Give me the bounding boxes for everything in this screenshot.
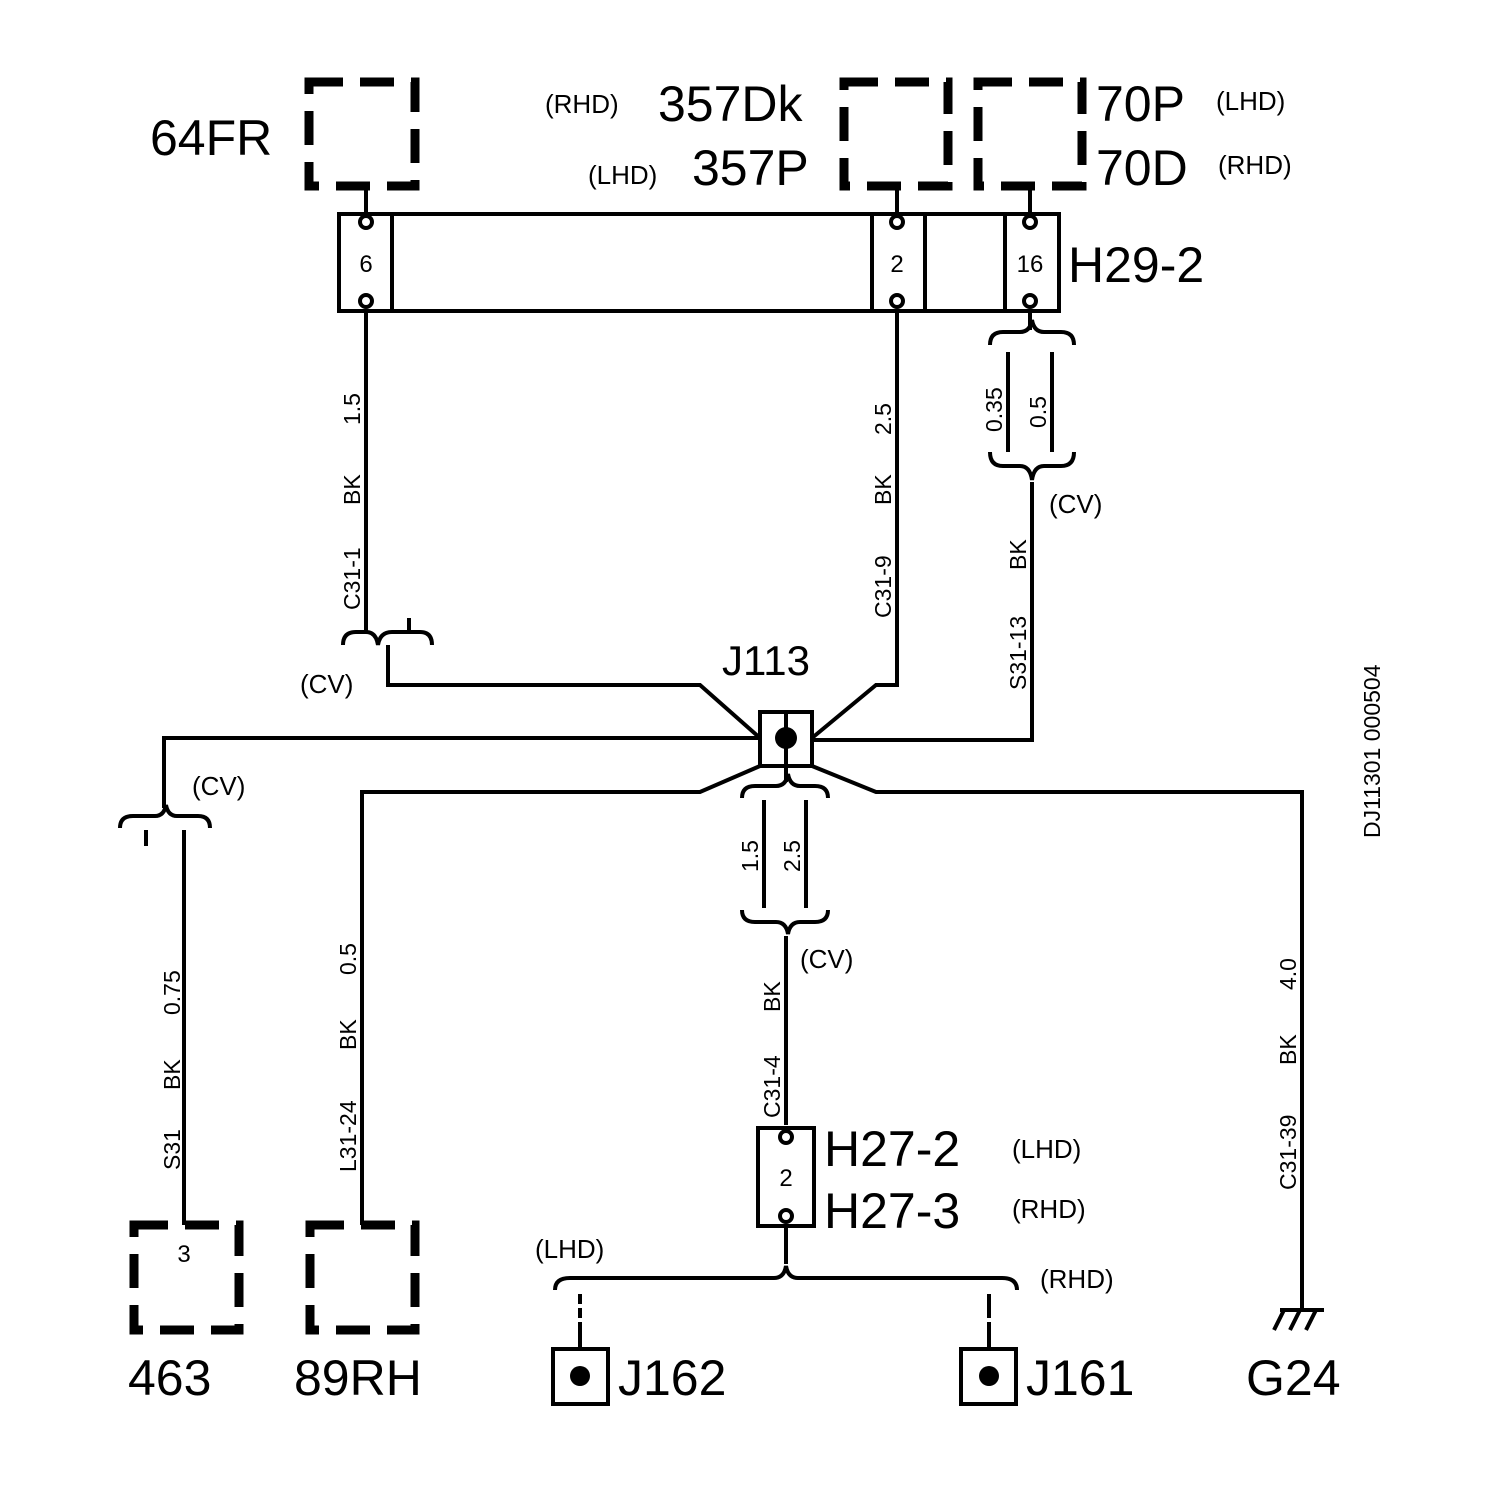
- s31-id: S31: [159, 1129, 185, 1170]
- c31-9-size: 2.5: [870, 403, 896, 435]
- h29-2-pin-2: 2: [890, 251, 903, 278]
- h27-rhd-tag: (RHD): [1012, 1194, 1086, 1224]
- s31-cv: (CV): [192, 771, 245, 801]
- c31-1-id: C31-1: [339, 547, 365, 610]
- connector-h29-2: 6 2 16 H29-2: [337, 212, 1204, 313]
- drawing-id: DJ11301 000504: [1359, 664, 1385, 838]
- component-64fr-label: 64FR: [150, 110, 272, 166]
- component-463-label: 463: [128, 1350, 211, 1406]
- wire-c31-9: 2.5 BK C31-9: [810, 311, 899, 740]
- c31-1-cv: (CV): [300, 669, 353, 699]
- j161-label: J161: [1026, 1350, 1134, 1406]
- h27-rhd-label: H27-3: [824, 1183, 960, 1239]
- component-463-pin: 3: [177, 1241, 190, 1268]
- ground-g24-label: G24: [1246, 1350, 1341, 1406]
- component-70-lhd-label: 70P: [1096, 76, 1185, 132]
- c31-4-id: C31-4: [759, 1055, 785, 1118]
- component-70-rhd-label: 70D: [1096, 140, 1188, 196]
- s31-13-id: S31-13: [1005, 616, 1031, 690]
- component-357-lhd-tag: (LHD): [588, 160, 657, 190]
- wire-s31-13: 0.35 0.5 (CV) BK S31-13: [812, 311, 1102, 742]
- component-64fr: 64FR: [150, 77, 420, 191]
- j161-tag: (RHD): [1040, 1264, 1114, 1294]
- c31-39-id: C31-39: [1275, 1115, 1301, 1190]
- c31-4-size-a: 1.5: [737, 840, 763, 872]
- component-70-lhd-tag: (LHD): [1216, 86, 1285, 116]
- s31-13-color: BK: [1005, 539, 1031, 570]
- wire-c31-1: 1.5 BK C31-1 (CV): [300, 311, 762, 740]
- c31-39-color: BK: [1275, 1034, 1301, 1065]
- h29-2-pin-6: 6: [359, 251, 372, 278]
- component-357-rhd-label: 357Dk: [658, 76, 804, 132]
- component-89rh-label: 89RH: [294, 1350, 422, 1406]
- s31-13-size-b: 0.5: [1025, 396, 1051, 428]
- h29-2-label: H29-2: [1068, 237, 1204, 293]
- wire-l31-24: 0.5 BK L31-24: [335, 764, 761, 1225]
- component-70-rhd-tag: (RHD): [1218, 150, 1292, 180]
- s31-13-size-a: 0.35: [981, 387, 1007, 432]
- j162-tag: (LHD): [535, 1234, 604, 1264]
- s31-13-cv: (CV): [1049, 489, 1102, 519]
- component-70: 70P (LHD) 70D (RHD): [973, 76, 1292, 196]
- c31-4-cv: (CV): [800, 944, 853, 974]
- h27-pin-2: 2: [779, 1165, 792, 1192]
- c31-39-size: 4.0: [1275, 958, 1301, 990]
- component-463: 3 463: [128, 1220, 244, 1406]
- c31-9-id: C31-9: [870, 555, 896, 618]
- c31-1-color: BK: [339, 474, 365, 505]
- l31-24-id: L31-24: [335, 1100, 361, 1172]
- junction-j113: J113: [722, 637, 814, 768]
- j113-label: J113: [722, 637, 810, 684]
- component-357-rhd-tag: (RHD): [545, 89, 619, 119]
- wire-s31: (CV) 0.75 BK S31: [118, 736, 760, 1225]
- junction-j161: (RHD) J161: [959, 1264, 1134, 1406]
- wire-c31-39: 4.0 BK C31-39: [811, 764, 1304, 1310]
- j162-label: J162: [618, 1350, 726, 1406]
- wire-c31-4: 1.5 2.5 (CV) BK C31-4: [737, 766, 853, 1125]
- junction-j162: (LHD) J162: [535, 1234, 726, 1406]
- c31-4-size-b: 2.5: [779, 840, 805, 872]
- s31-size: 0.75: [159, 970, 185, 1015]
- component-89rh: 89RH: [294, 1220, 422, 1406]
- c31-4-color: BK: [759, 981, 785, 1012]
- ground-icon: [1272, 1308, 1324, 1331]
- l31-24-color: BK: [335, 1019, 361, 1050]
- c31-9-color: BK: [870, 474, 896, 505]
- h27-lhd-label: H27-2: [824, 1121, 960, 1177]
- h27-lhd-tag: (LHD): [1012, 1134, 1081, 1164]
- ground-g24: G24: [1246, 1308, 1341, 1406]
- l31-24-size: 0.5: [335, 943, 361, 975]
- connector-h27: 2 H27-2 (LHD) H27-3 (RHD): [756, 1121, 1086, 1239]
- h29-2-pin-16: 16: [1017, 251, 1044, 278]
- s31-color: BK: [159, 1059, 185, 1090]
- component-357-lhd-label: 357P: [692, 140, 809, 196]
- wire-h27-to-j16x: [553, 1226, 1019, 1348]
- component-357: (RHD) 357Dk (LHD) 357P: [545, 76, 953, 196]
- c31-1-size: 1.5: [339, 393, 365, 425]
